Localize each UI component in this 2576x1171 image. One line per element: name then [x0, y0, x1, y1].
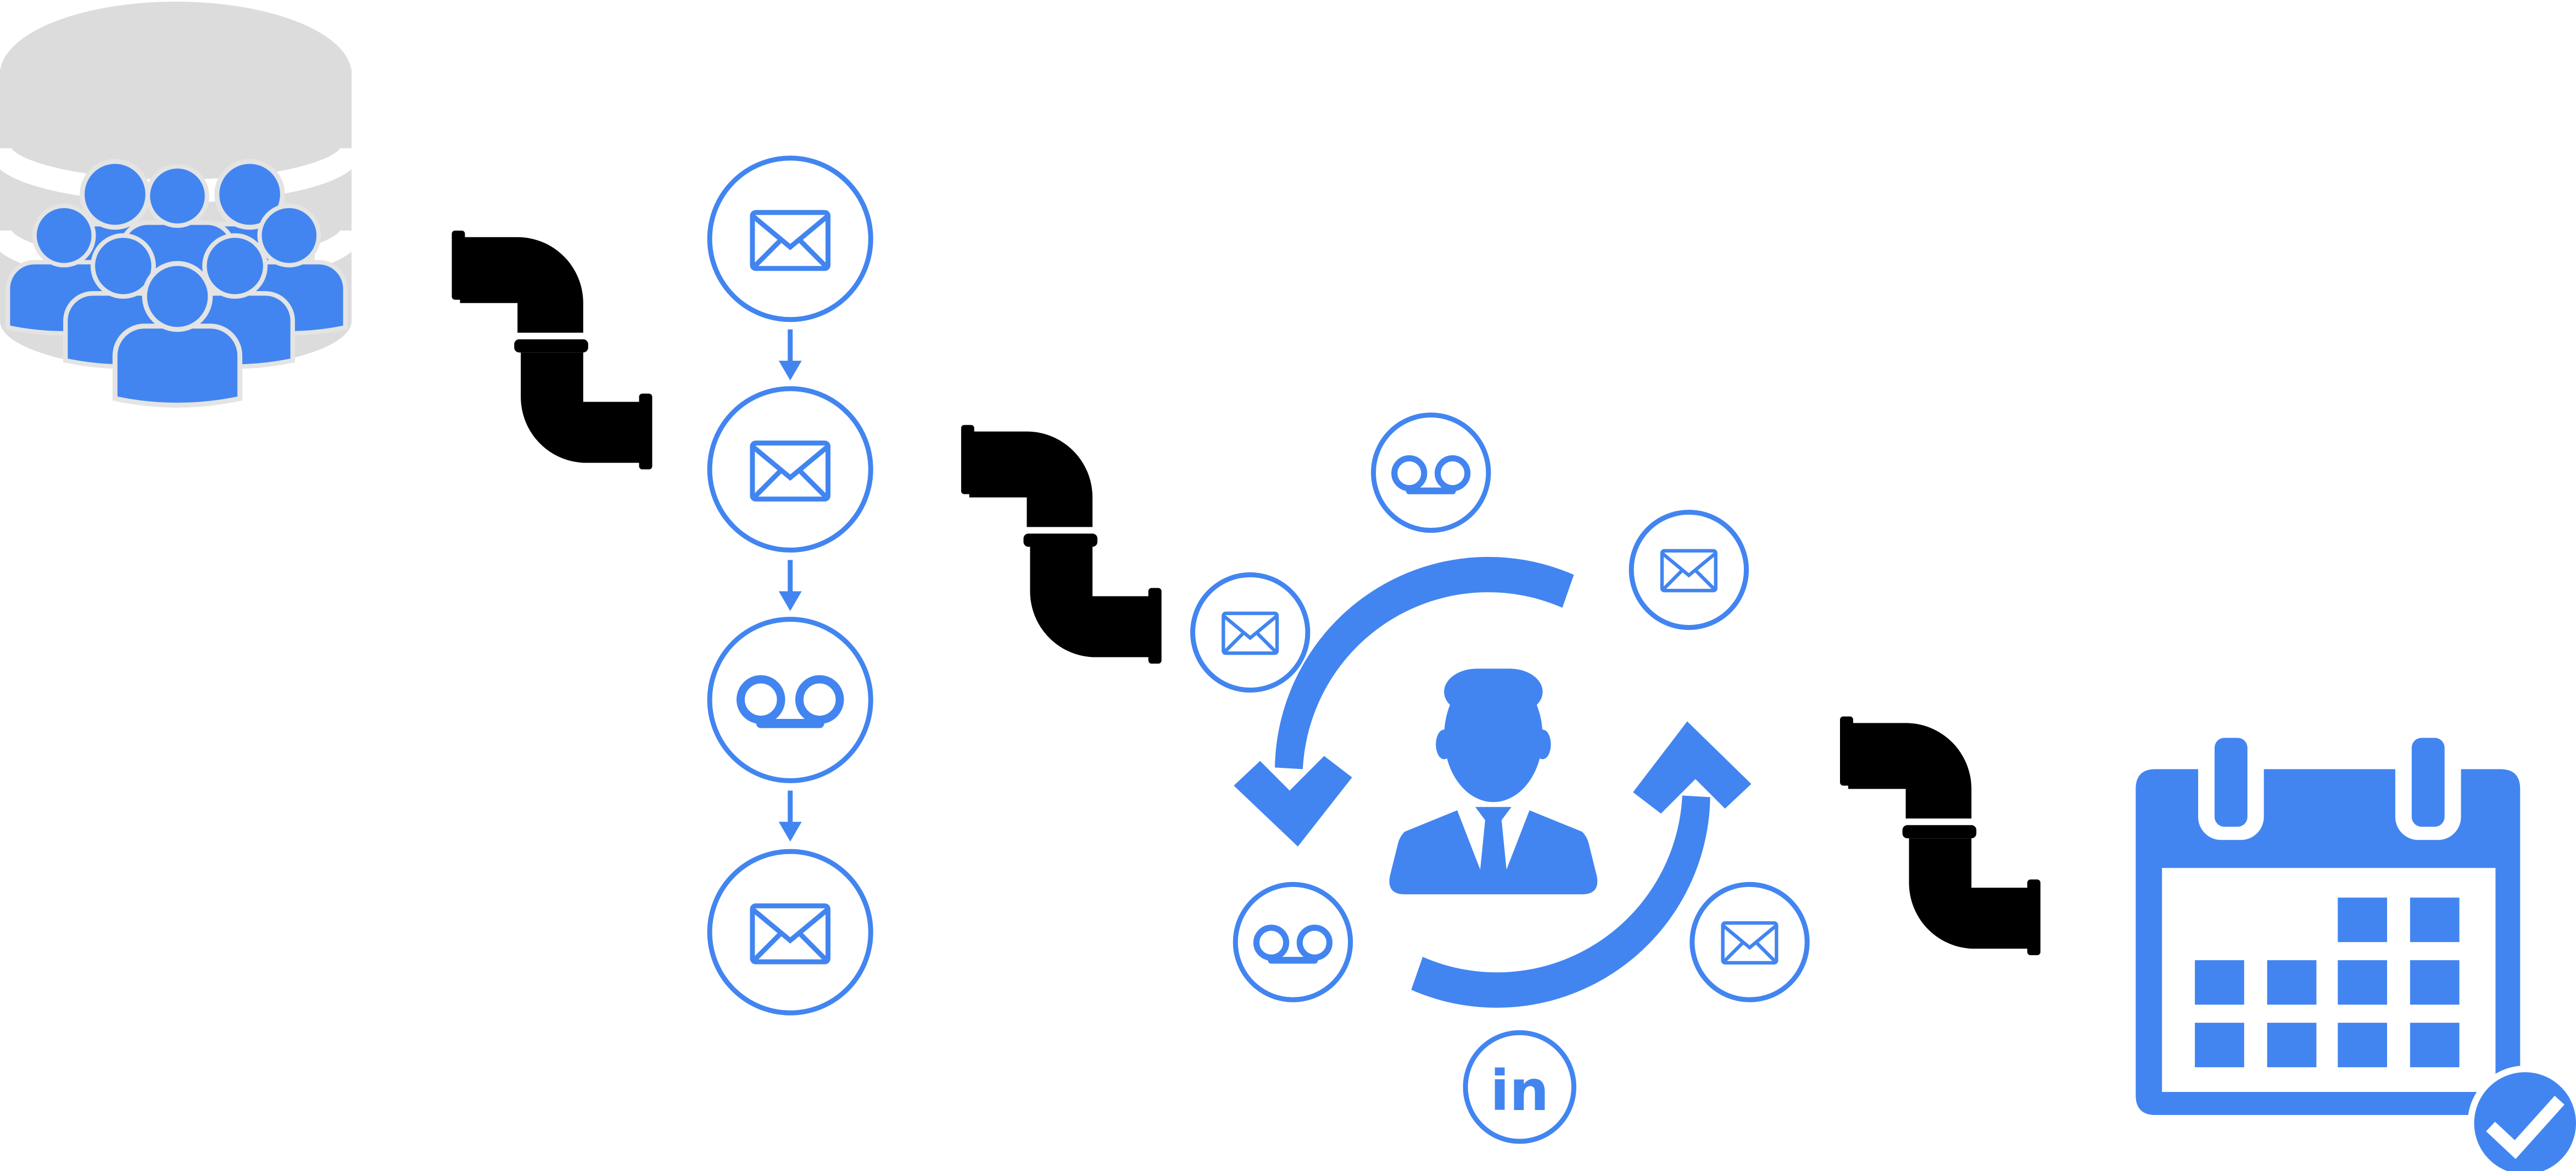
email-icon	[1723, 923, 1777, 962]
linkedin-icon: in	[1490, 1058, 1549, 1124]
sequence-arrow	[778, 790, 802, 842]
sequence-step-email	[707, 849, 873, 1016]
cycle-arrowhead	[1234, 756, 1352, 847]
calendar-check-icon	[2135, 738, 2576, 1171]
email-icon	[752, 213, 828, 269]
touchpoint-voicemail	[1233, 882, 1353, 1002]
contacts-database-icon	[0, 1, 364, 405]
pipe-connector-icon	[961, 425, 1162, 664]
touchpoint-voicemail	[1371, 412, 1491, 533]
email-icon	[1662, 551, 1716, 590]
pipe-connector-icon	[451, 230, 653, 470]
check-badge-icon	[2467, 1066, 2576, 1171]
sequence-arrow	[778, 560, 802, 611]
email-icon	[752, 906, 828, 962]
voicemail-icon	[740, 679, 840, 723]
cycle-arrow-icon	[1411, 795, 1710, 1008]
sequence-step-email	[707, 155, 873, 322]
email-icon	[1223, 614, 1277, 653]
pipe-connector-icon	[1840, 716, 2040, 956]
cycle-arrow-icon	[1275, 556, 1574, 769]
sequence-step-email	[707, 386, 873, 553]
engagement-cycle: in	[1190, 412, 1810, 1144]
sequence-arrow	[778, 329, 802, 381]
voicemail-icon	[1256, 928, 1329, 960]
touchpoint-email	[1629, 510, 1749, 630]
voicemail-icon	[1395, 458, 1468, 490]
sequence-step-voicemail	[707, 616, 873, 783]
cycle-arrowhead	[1633, 721, 1752, 814]
person-icon	[1389, 668, 1598, 895]
touchpoint-linkedin: in	[1463, 1030, 1576, 1144]
touchpoint-email	[1190, 572, 1311, 693]
calendar-dates	[2195, 897, 2460, 1068]
email-icon	[752, 443, 828, 499]
touchpoint-email	[1690, 882, 1810, 1002]
